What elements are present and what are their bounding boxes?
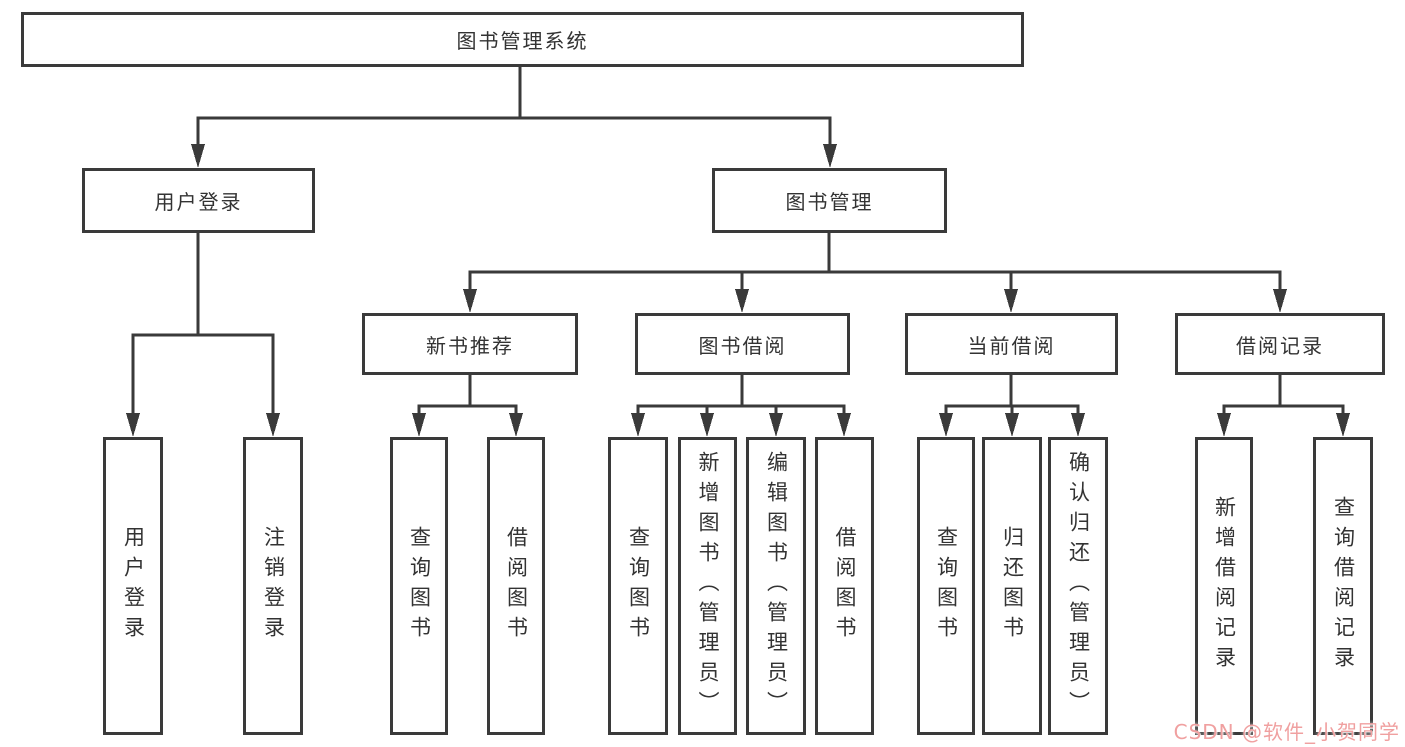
- node-user-login-label: 用户登录: [154, 190, 243, 214]
- connector-borrowing-records-children: [1217, 375, 1350, 437]
- connector-current-borrowing-children: [939, 375, 1085, 437]
- connector-book-management-children: [463, 233, 1287, 313]
- node-borrow-query-books: 查询图书: [608, 437, 668, 735]
- node-borrowing-records-label: 借阅记录: [1236, 333, 1324, 358]
- node-book-management: 图书管理: [712, 168, 947, 233]
- node-current-query-books-label: 查询图书: [934, 526, 959, 646]
- node-rec-borrow-books: 借阅图书: [487, 437, 545, 735]
- node-current-borrowing-label: 当前借阅: [967, 333, 1056, 358]
- node-library-management-system: 图书管理系统: [21, 12, 1024, 67]
- node-add-books-admin: 新增图书（管理员）: [678, 437, 737, 735]
- node-edit-books-admin-label: 编辑图书（管理员）: [764, 451, 789, 721]
- node-add-books-admin-label: 新增图书（管理员）: [696, 451, 720, 721]
- node-user-login-leaf: 用户登录: [103, 437, 163, 735]
- node-current-borrowing: 当前借阅: [905, 313, 1118, 375]
- node-add-borrow-record: 新增借阅记录: [1195, 437, 1253, 735]
- node-logout: 注销登录: [243, 437, 303, 735]
- node-confirm-return-admin-label: 确认归还（管理员）: [1066, 451, 1091, 721]
- connector-book-borrowing-children: [631, 375, 851, 437]
- node-book-borrowing-label: 图书借阅: [698, 333, 787, 358]
- connector-new-book-recommendation-children: [412, 375, 523, 437]
- node-borrowing-records: 借阅记录: [1175, 313, 1385, 375]
- node-user-login-leaf-label: 用户登录: [121, 526, 146, 646]
- node-user-login: 用户登录: [82, 168, 315, 233]
- node-add-borrow-record-label: 新增借阅记录: [1212, 496, 1237, 676]
- node-rec-borrow-books-label: 借阅图书: [504, 526, 529, 646]
- watermark: CSDN @软件_小贺同学: [1173, 720, 1400, 744]
- node-rec-query-books-label: 查询图书: [407, 526, 432, 646]
- node-new-book-recommendation-label: 新书推荐: [426, 333, 514, 358]
- node-query-borrow-record-label: 查询借阅记录: [1331, 496, 1356, 676]
- node-borrow-books-label: 借阅图书: [833, 526, 857, 646]
- node-book-borrowing: 图书借阅: [635, 313, 850, 375]
- node-logout-label: 注销登录: [261, 526, 286, 646]
- connector-root-to-level2: [191, 67, 837, 168]
- node-book-management-label: 图书管理: [785, 190, 874, 214]
- connector-user-login-children: [126, 233, 280, 437]
- node-borrow-books: 借阅图书: [815, 437, 874, 735]
- node-return-books-label: 归还图书: [1000, 526, 1025, 646]
- node-query-borrow-record: 查询借阅记录: [1313, 437, 1373, 735]
- node-current-query-books: 查询图书: [917, 437, 975, 735]
- node-rec-query-books: 查询图书: [390, 437, 448, 735]
- node-edit-books-admin: 编辑图书（管理员）: [746, 437, 806, 735]
- node-return-books: 归还图书: [982, 437, 1042, 735]
- node-new-book-recommendation: 新书推荐: [362, 313, 578, 375]
- node-confirm-return-admin: 确认归还（管理员）: [1048, 437, 1108, 735]
- node-library-management-system-label: 图书管理系统: [456, 29, 589, 53]
- node-borrow-query-books-label: 查询图书: [626, 526, 651, 646]
